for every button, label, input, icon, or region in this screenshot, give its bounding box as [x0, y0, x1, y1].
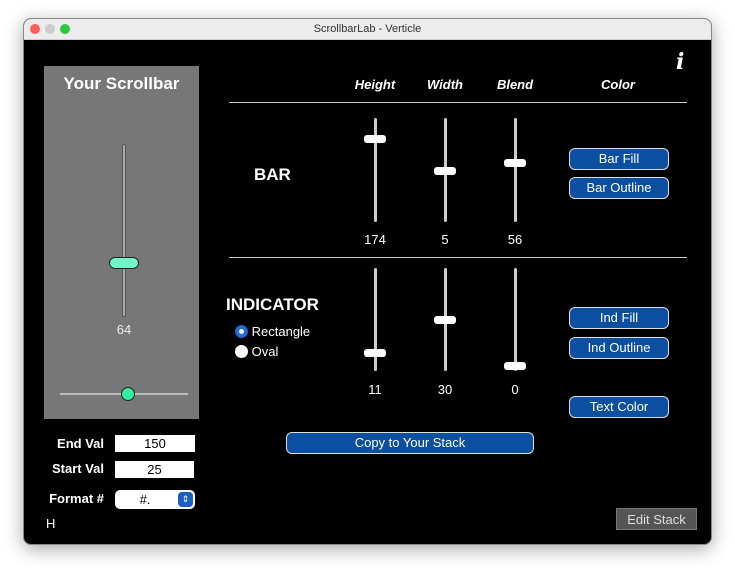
- column-height: Height: [354, 77, 396, 92]
- bar-label: BAR: [254, 165, 291, 184]
- bar-width-value: 5: [441, 232, 449, 247]
- format-label: Format #: [49, 491, 104, 506]
- chevron-up-down-icon: ⇕: [178, 492, 193, 507]
- text-color-button[interactable]: Text Color: [569, 396, 669, 418]
- ind-outline-button[interactable]: Ind Outline: [569, 337, 669, 359]
- column-width: Width: [427, 77, 463, 92]
- preview-title: Your Scrollbar: [63, 74, 180, 93]
- preview-panel: Your Scrollbar 64: [44, 66, 199, 419]
- format-value: #.: [139, 492, 151, 507]
- title-bar: ScrollbarLab - Verticle: [24, 19, 711, 40]
- column-blend: Blend: [496, 77, 534, 92]
- radio-oval[interactable]: Oval: [235, 344, 278, 359]
- app-window: ScrollbarLab - Verticle Your Scrollbar 6…: [23, 18, 712, 545]
- indicator-width-thumb[interactable]: [434, 315, 456, 324]
- divider: [229, 102, 687, 103]
- copy-to-stack-button[interactable]: Copy to Your Stack: [286, 432, 534, 454]
- bar-blend-thumb[interactable]: [504, 158, 526, 167]
- indicator-height-value: 11: [368, 382, 382, 397]
- bar-width-thumb[interactable]: [434, 167, 456, 176]
- start-val-input[interactable]: 25: [115, 461, 194, 478]
- bar-outline-button[interactable]: Bar Outline: [569, 177, 669, 199]
- bar-height-thumb[interactable]: [364, 134, 386, 143]
- preview-value: 64: [116, 322, 132, 337]
- info-icon[interactable]: i: [676, 49, 685, 75]
- h-label: H: [46, 516, 56, 531]
- indicator-label: INDICATOR: [226, 295, 319, 314]
- indicator-blend-slider[interactable]: [514, 268, 517, 371]
- radio-selected-icon: [235, 325, 248, 338]
- preview-vertical-thumb[interactable]: [109, 256, 139, 269]
- end-val-input[interactable]: 150: [115, 435, 195, 452]
- indicator-height-thumb[interactable]: [364, 349, 386, 358]
- radio-label: Rectangle: [251, 324, 311, 339]
- indicator-width-value: 30: [437, 382, 453, 397]
- preview-horizontal-thumb[interactable]: [120, 387, 135, 401]
- indicator-height-slider[interactable]: [374, 268, 377, 371]
- indicator-blend-value: 0: [511, 382, 519, 397]
- minimize-button[interactable]: [45, 24, 55, 34]
- indicator-blend-thumb[interactable]: [504, 361, 526, 370]
- preview-vertical-scrollbar[interactable]: [122, 144, 126, 317]
- bar-blend-value: 56: [507, 232, 523, 247]
- edit-stack-button[interactable]: Edit Stack: [616, 508, 697, 530]
- window-title: ScrollbarLab - Verticle: [313, 23, 422, 35]
- ind-fill-button[interactable]: Ind Fill: [569, 307, 669, 329]
- bar-blend-slider[interactable]: [514, 118, 517, 222]
- start-val-label: Start Val: [51, 461, 104, 476]
- end-val-label: End Val: [57, 436, 104, 451]
- bar-height-value: 174: [364, 232, 386, 247]
- radio-unselected-icon: [235, 345, 248, 358]
- radio-label: Oval: [251, 344, 279, 359]
- bar-fill-button[interactable]: Bar Fill: [569, 148, 669, 170]
- column-color: Color: [601, 77, 635, 92]
- format-select[interactable]: #. ⇕: [115, 490, 195, 509]
- bar-height-slider[interactable]: [374, 118, 377, 222]
- close-button[interactable]: [30, 24, 40, 34]
- divider: [229, 257, 687, 258]
- radio-rectangle[interactable]: Rectangle: [235, 324, 310, 339]
- zoom-button[interactable]: [60, 24, 70, 34]
